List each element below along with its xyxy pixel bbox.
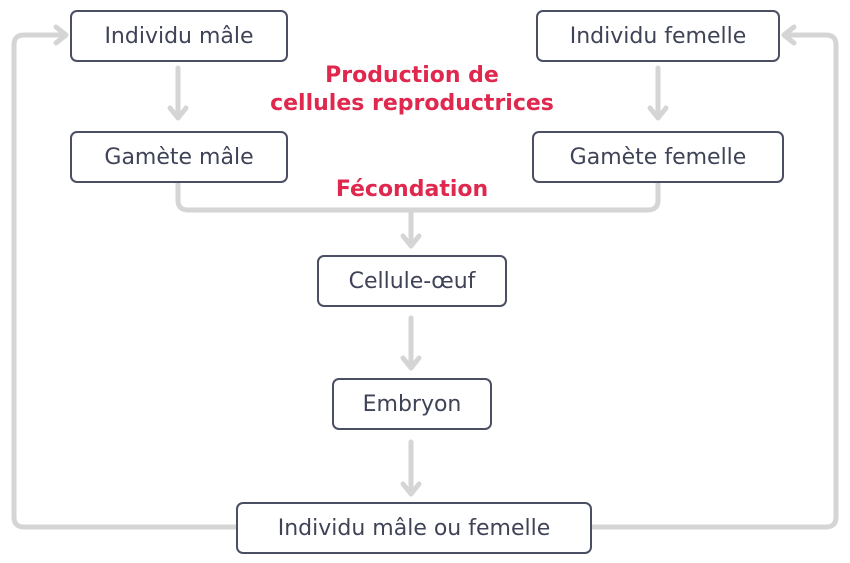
node-gamete-male: Gamète mâle [70,131,288,183]
label-production-line1: Production de [325,63,499,88]
feedback-loop-left [11,32,240,530]
fecondation-bracket [175,179,661,213]
arrowhead-individu-femelle [781,24,797,46]
feedback-loop-right [588,32,839,530]
node-embryon: Embryon [332,378,492,430]
node-cellule-oeuf: Cellule-œuf [317,255,507,307]
label-production: Production de cellules reproductrices [262,62,562,118]
arrowhead-individu [400,481,422,497]
node-gamete-femelle: Gamète femelle [532,131,784,183]
node-individu-femelle: Individu femelle [536,10,780,62]
arrowhead-individu-male [53,24,69,46]
arrowhead-embryon [400,355,422,371]
arrowhead-cellule-oeuf [400,233,422,249]
node-individu-male-ou-femelle: Individu mâle ou femelle [236,502,592,554]
arrowhead-gamete-male [167,105,189,121]
label-fecondation: Fécondation [335,177,489,202]
label-production-line2: cellules reproductrices [270,91,554,116]
node-individu-male: Individu mâle [70,10,288,62]
arrowhead-gamete-femelle [647,105,669,121]
